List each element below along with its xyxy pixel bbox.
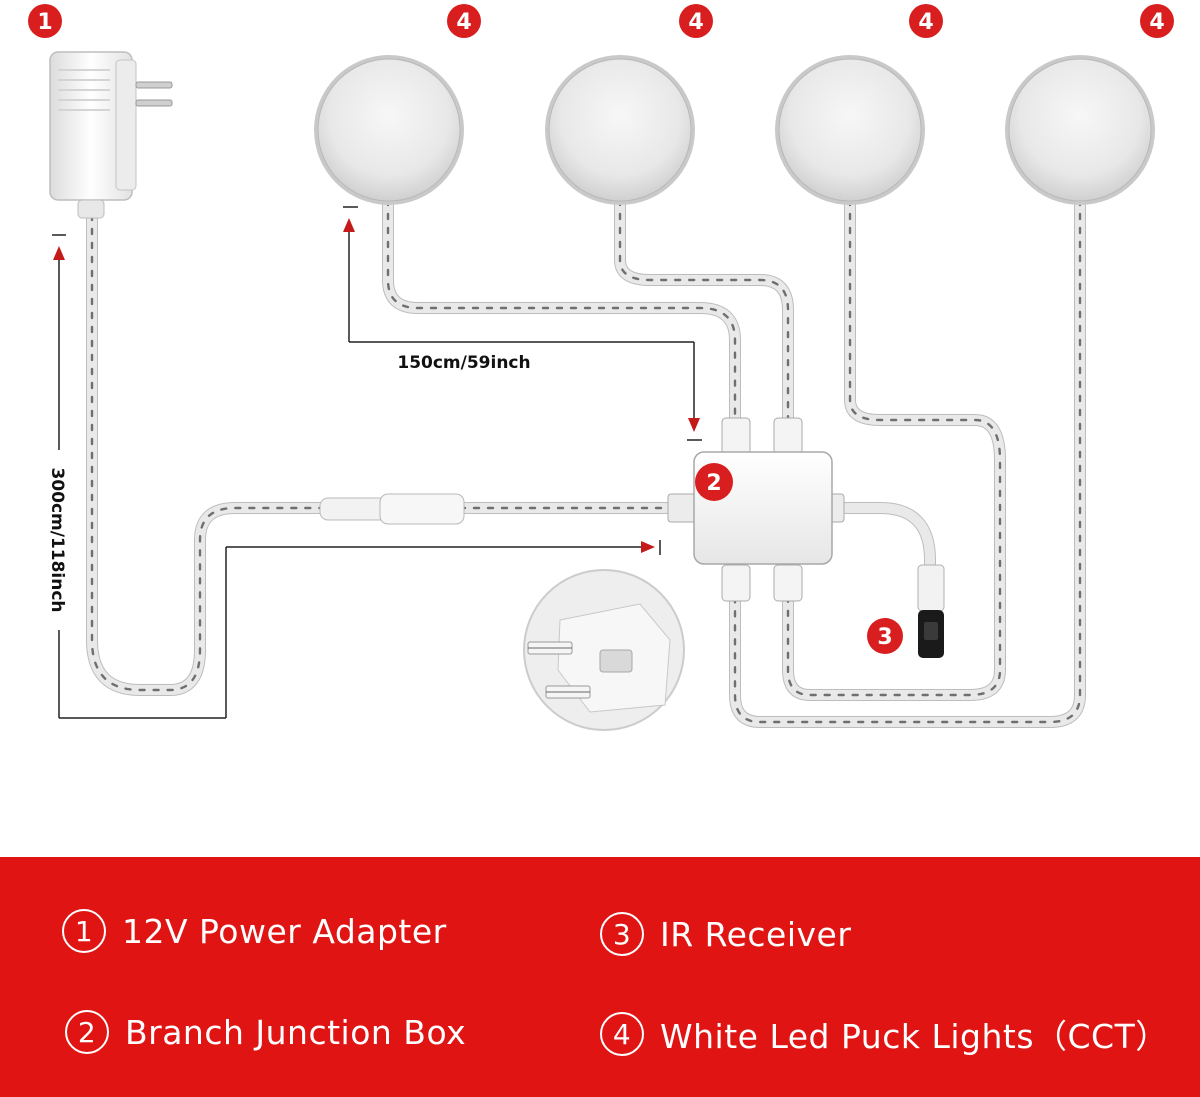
connector-plugs	[721, 417, 803, 602]
svg-text:4: 4	[688, 10, 703, 35]
legend-number: 4	[600, 1012, 644, 1056]
svg-text:2: 2	[706, 471, 721, 496]
legend-label: IR Receiver	[660, 914, 852, 954]
puck-light	[775, 55, 925, 205]
dimension-label-bg	[385, 349, 545, 375]
legend-item-puck-lights: 4 White Led Puck Lights（CCT）	[600, 1010, 1169, 1058]
badge-puck-light-1: 4	[447, 4, 481, 38]
connector-closeup-inset	[523, 569, 685, 731]
badge-puck-light-4: 4	[1140, 4, 1174, 38]
svg-text:4: 4	[918, 10, 933, 35]
svg-text:3: 3	[877, 625, 892, 650]
legend-label: 12V Power Adapter	[122, 911, 447, 951]
svg-text:4: 4	[456, 10, 471, 35]
puck-light	[545, 55, 695, 205]
badge-puck-light-2: 4	[679, 4, 713, 38]
dimension-label-300cm: 300cm/118inch	[47, 467, 67, 612]
legend-item-ir-receiver: 3 IR Receiver	[600, 912, 851, 956]
svg-text:4: 4	[1149, 10, 1164, 35]
legend-item-power-adapter: 1 12V Power Adapter	[62, 909, 447, 953]
junction-box	[667, 451, 845, 565]
cables	[86, 194, 1086, 728]
badge-power-adapter: 1	[28, 4, 62, 38]
wiring-diagram: 150cm/59inch 300cm/118inch 1 4 4 4 4 2 3	[28, 4, 1174, 731]
dimension-label-bg	[46, 450, 72, 630]
ir-receiver	[917, 564, 945, 658]
puck-light	[314, 55, 464, 205]
barrel-connector	[319, 493, 465, 525]
legend-number: 3	[600, 912, 644, 956]
legend-panel: 1 12V Power Adapter 3 IR Receiver 2 Bran…	[0, 857, 1200, 1097]
svg-text:1: 1	[37, 10, 52, 35]
dimension-lines	[52, 206, 702, 719]
legend-label: Branch Junction Box	[125, 1012, 467, 1052]
dimension-label-150cm: 150cm/59inch	[397, 353, 530, 373]
legend-item-junction-box: 2 Branch Junction Box	[65, 1010, 466, 1054]
puck-light	[1005, 55, 1155, 205]
badge-ir-receiver: 3	[867, 618, 903, 654]
power-adapter	[49, 51, 173, 219]
badge-junction-box: 2	[695, 463, 733, 501]
legend-label: White Led Puck Lights（CCT）	[660, 1017, 1169, 1056]
legend-number: 2	[65, 1010, 109, 1054]
badge-puck-light-3: 4	[909, 4, 943, 38]
legend-number: 1	[62, 909, 106, 953]
